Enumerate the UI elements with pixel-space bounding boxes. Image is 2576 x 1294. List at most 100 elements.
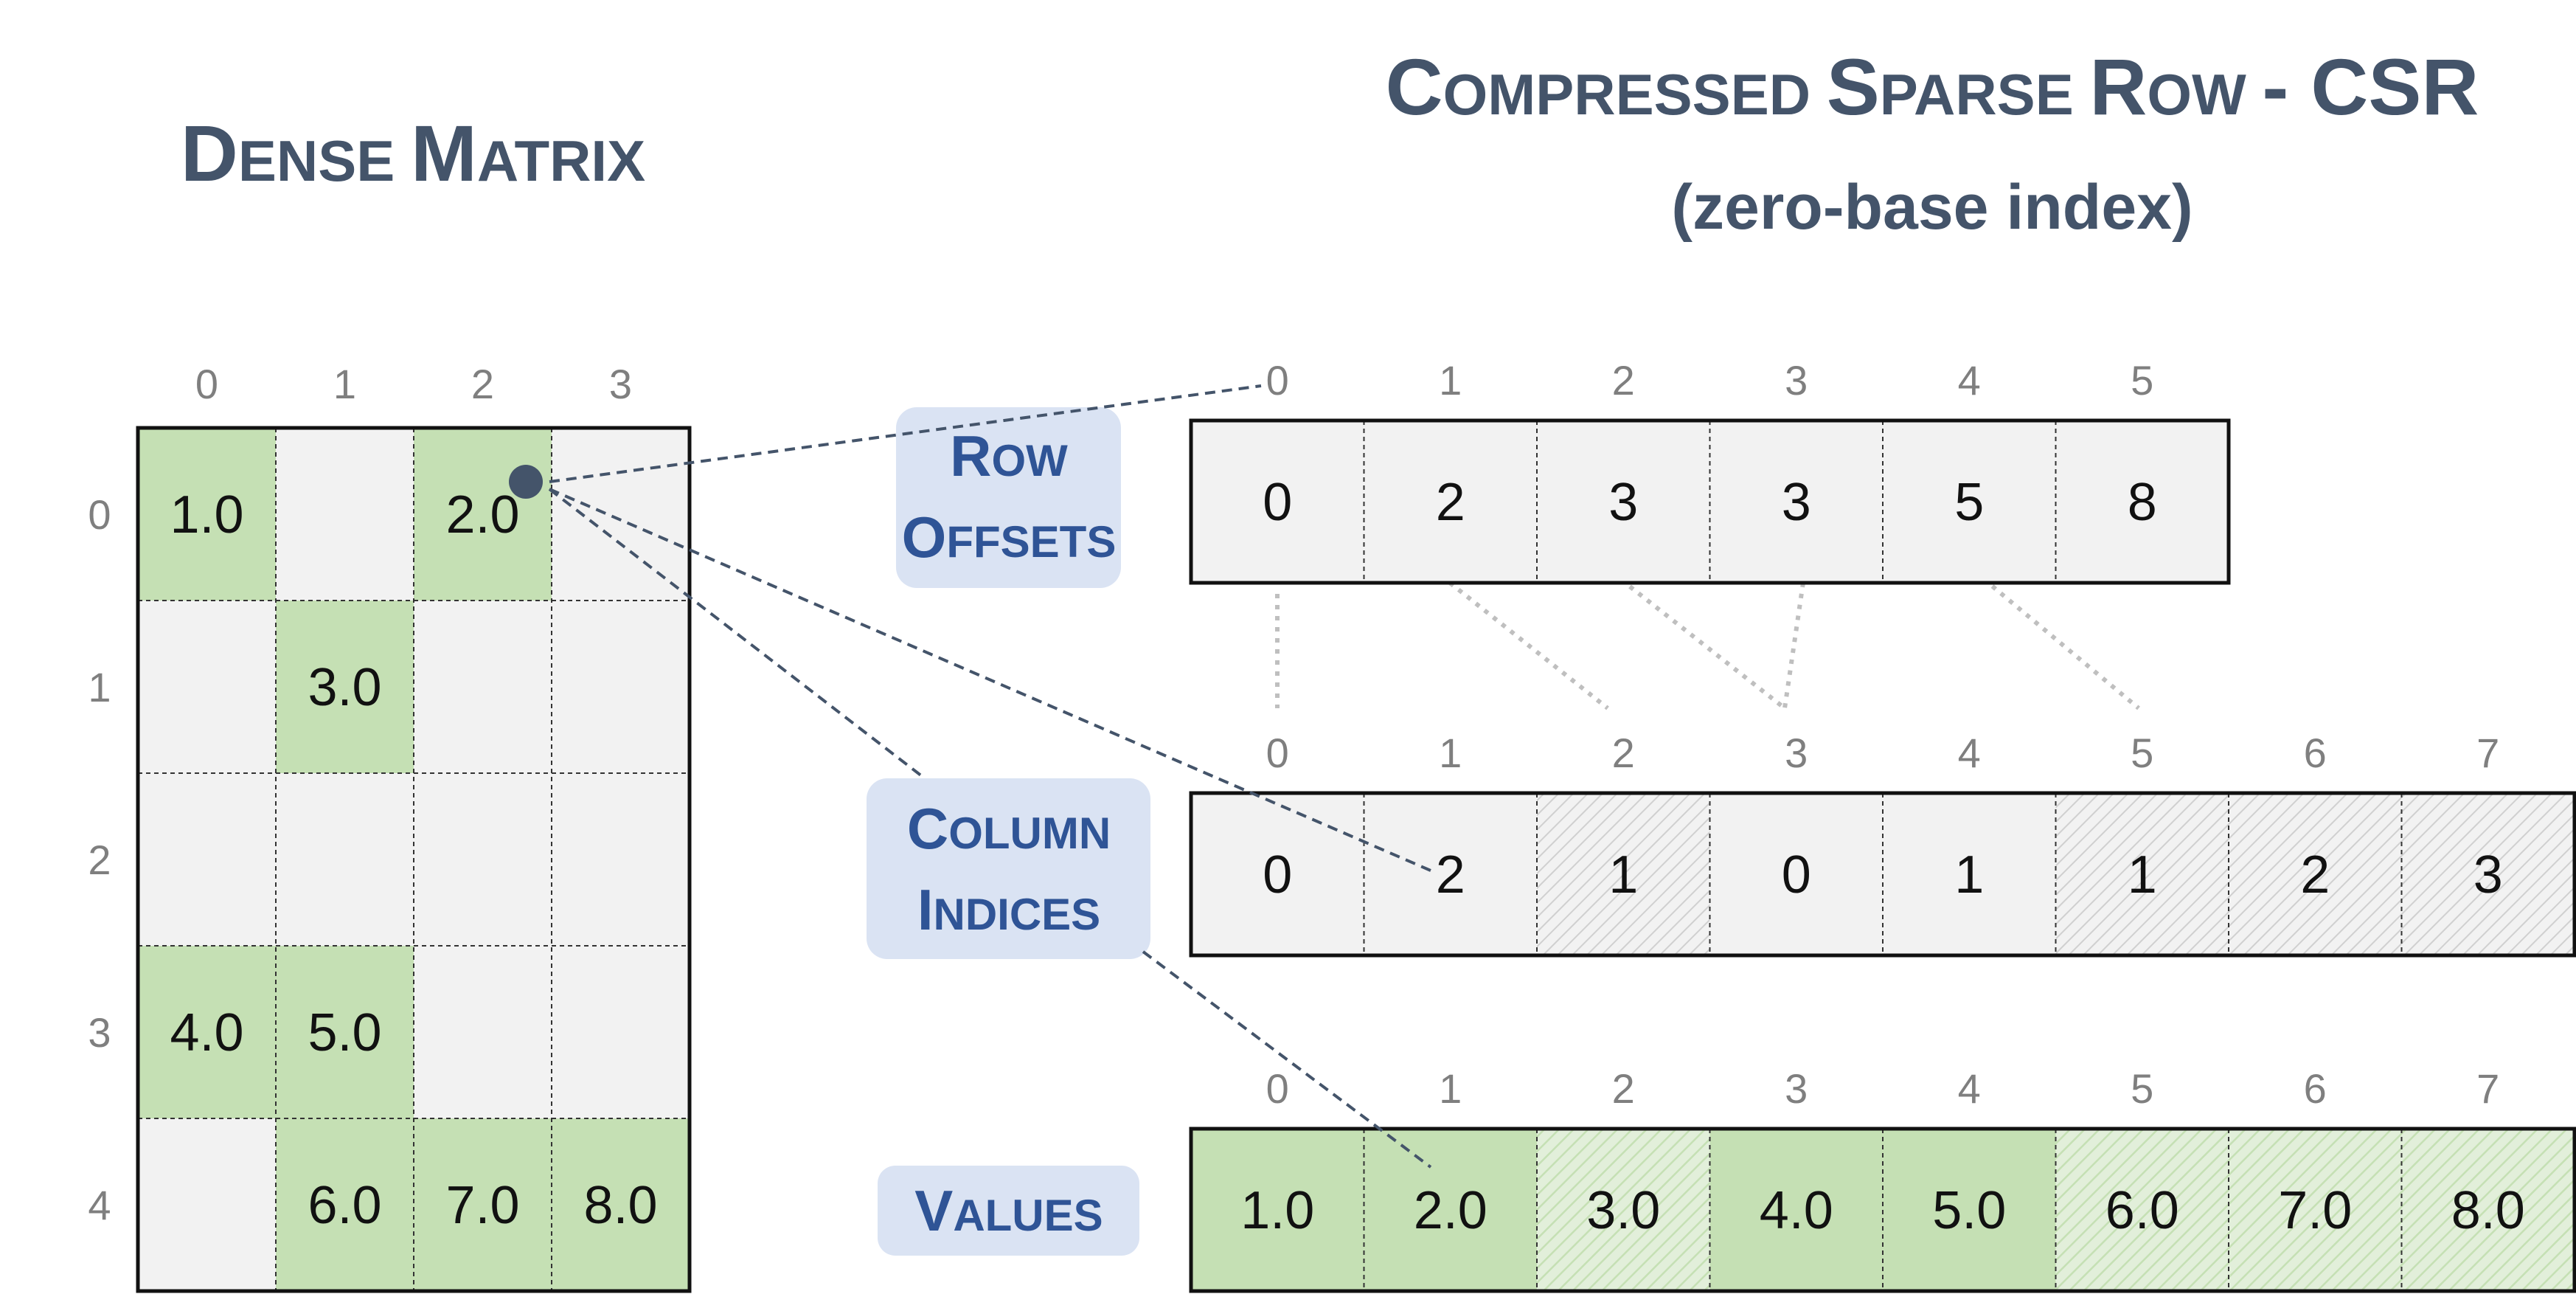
values-index: 7: [2476, 1065, 2499, 1112]
dense-row-header: 0: [88, 491, 111, 538]
column-indices-cell: [2401, 793, 2575, 955]
row-offsets-cell: [1364, 421, 1537, 583]
dense-cell-value: 3.0: [308, 658, 381, 717]
column-indices-cell: [1191, 793, 1364, 955]
dense-cell-value: 7.0: [445, 1176, 519, 1235]
values-index: 5: [2131, 1065, 2153, 1112]
dense-cell-value: 4.0: [170, 1003, 243, 1062]
row-offsets-index: 4: [1958, 357, 1981, 404]
values-index: 0: [1266, 1065, 1289, 1112]
dense-cell: [414, 601, 552, 773]
dense-cell: [138, 601, 276, 773]
column-indices-index: 2: [1612, 730, 1635, 776]
dense-row-header: 2: [88, 837, 111, 883]
column-indices-cell: [2055, 793, 2229, 955]
dense-cell: [138, 428, 276, 601]
row-offsets-cell: [1883, 421, 2056, 583]
values-label-box: [878, 1166, 1139, 1256]
offset-connector-2: [1628, 584, 1786, 710]
row-offsets-value: 2: [1436, 473, 1465, 532]
values-value: 3.0: [1586, 1181, 1660, 1240]
csr-title-line1: COMPRESSED SPARSE ROW - CSR: [1386, 42, 2479, 131]
dense-cell-value: 1.0: [170, 485, 243, 544]
column-indices-index: 6: [2304, 730, 2327, 776]
values-value: 1.0: [1240, 1181, 1314, 1240]
row-offsets-label-box: [896, 407, 1121, 588]
column-indices-label-box: [867, 778, 1150, 959]
pointer-to-column-index: [549, 488, 1431, 872]
dense-cell: [552, 428, 690, 601]
dense-cell: [552, 601, 690, 773]
column-indices-border: [1189, 791, 2576, 958]
dense-cell: [276, 601, 414, 773]
pointer-to-row-offsets: [549, 384, 1262, 483]
values-value: 8.0: [2451, 1181, 2525, 1240]
offset-connector-3: [1782, 582, 1805, 709]
row-offsets-index: 3: [1785, 357, 1808, 404]
row-offsets-value: 3: [1608, 473, 1638, 532]
offset-connectors: [1275, 577, 2140, 710]
column-indices-value: 3: [2473, 845, 2503, 904]
values-cell: [2401, 1129, 2575, 1291]
dense-cell: [276, 1118, 414, 1291]
pointer-lines: [548, 384, 1432, 1169]
row-offsets-cell: [2055, 421, 2229, 583]
column-indices-index: 4: [1958, 730, 1981, 776]
values-index: 1: [1439, 1065, 1462, 1112]
column-indices-cell: [1709, 793, 1883, 955]
dense-cell: [414, 946, 552, 1118]
column-indices-index: 7: [2476, 730, 2499, 776]
row-offsets-index: 2: [1612, 357, 1635, 404]
dense-cell: [138, 1118, 276, 1291]
row-offsets-index: 5: [2131, 357, 2153, 404]
row-offsets-index: 1: [1439, 357, 1462, 404]
row-offsets-border: [1189, 418, 2231, 585]
column-indices-cell: [2229, 793, 2402, 955]
dense-cell-value: 6.0: [308, 1176, 381, 1235]
values-index: 4: [1958, 1065, 1981, 1112]
dense-col-header: 3: [609, 361, 632, 407]
values-cell: [1364, 1129, 1537, 1291]
values-cell: [2055, 1129, 2229, 1291]
values-index: 2: [1612, 1065, 1635, 1112]
row-offsets-value: 5: [1954, 473, 1984, 532]
values-cell: [1191, 1129, 1364, 1291]
column-indices-value: 0: [1263, 845, 1292, 904]
values-index: 3: [1785, 1065, 1808, 1112]
dense-col-header: 2: [471, 361, 494, 407]
row-offsets-label-line1: ROW: [950, 423, 1068, 488]
row-offsets-value: 0: [1263, 473, 1292, 532]
column-indices-cell: [1537, 793, 1710, 955]
dense-col-header: 1: [333, 361, 356, 407]
column-indices-value: 1: [2128, 845, 2157, 904]
values-cell: [1709, 1129, 1883, 1291]
dense-matrix-title: DENSE MATRIX: [181, 108, 645, 198]
pointer-dot: [509, 465, 543, 499]
row-offsets-value: 8: [2128, 473, 2157, 532]
dense-cell: [414, 773, 552, 946]
row-offsets-cell: [1537, 421, 1710, 583]
column-indices-index: 0: [1266, 730, 1289, 776]
dense-row-header: 3: [88, 1009, 111, 1056]
values-value: 6.0: [2105, 1181, 2179, 1240]
values-index: 6: [2304, 1065, 2327, 1112]
row-offsets-index: 0: [1266, 357, 1289, 404]
dense-matrix-border: [136, 426, 692, 1293]
dense-cell: [276, 773, 414, 946]
values-value: 2.0: [1414, 1181, 1487, 1240]
dense-cell: [138, 773, 276, 946]
values-value: 7.0: [2278, 1181, 2352, 1240]
pointer-to-column-indices-label: [548, 488, 923, 778]
dense-cell-value: 2.0: [445, 485, 519, 544]
row-offsets-value: 3: [1782, 473, 1811, 532]
offset-connector-1: [1448, 581, 1609, 710]
dense-cell: [552, 773, 690, 946]
dense-cell: [552, 1118, 690, 1291]
values-cell: [2229, 1129, 2402, 1291]
csr-title-line2: (zero-base index): [1671, 172, 2193, 243]
values-cell: [1537, 1129, 1710, 1291]
column-indices-value: 2: [2300, 845, 2330, 904]
dense-cell-value: 5.0: [308, 1003, 381, 1062]
